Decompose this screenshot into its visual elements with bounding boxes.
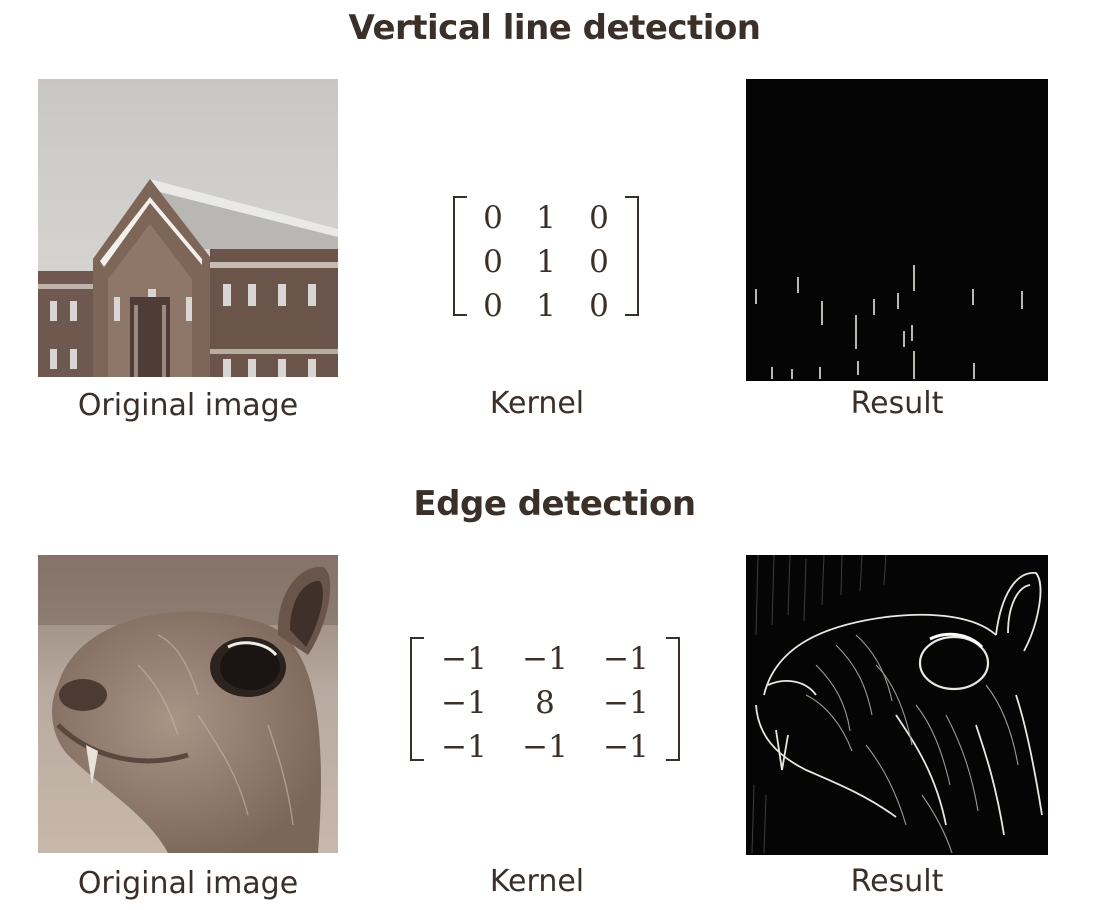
result-caption: Result xyxy=(850,386,944,421)
kernel-cell: 0 xyxy=(589,288,609,324)
kernel-cell: 0 xyxy=(589,200,609,236)
kernel-cell: 0 xyxy=(483,244,503,280)
kernel-cell: −1 xyxy=(603,729,649,765)
vertical-kernel-matrix: 0 1 0 0 1 0 0 1 0 xyxy=(453,196,639,324)
kernel-caption: Kernel xyxy=(489,864,585,899)
kernel-cell: −1 xyxy=(603,685,649,721)
section-title-vertical: Vertical line detection xyxy=(348,8,761,48)
left-bracket xyxy=(410,637,424,761)
vertical-lines-result-image xyxy=(746,79,1048,381)
kernel-cell: 0 xyxy=(589,244,609,280)
kernel-caption: Kernel xyxy=(489,386,585,421)
left-bracket xyxy=(453,196,467,316)
building-image xyxy=(38,79,338,377)
original-image-caption: Original image xyxy=(77,866,299,901)
squirrel-image xyxy=(38,555,338,853)
kernel-cell: 1 xyxy=(536,200,556,236)
kernel-cell: −1 xyxy=(522,641,568,677)
kernel-cell: 8 xyxy=(535,685,555,721)
kernel-cell: −1 xyxy=(522,729,568,765)
right-bracket xyxy=(625,196,639,316)
edge-kernel-matrix: −1 −1 −1 −1 8 −1 −1 −1 −1 xyxy=(410,637,680,765)
kernel-cell: −1 xyxy=(441,729,487,765)
edge-detection-result-image xyxy=(746,555,1048,855)
result-caption: Result xyxy=(850,864,944,899)
kernel-cell: 0 xyxy=(483,288,503,324)
kernel-cell: −1 xyxy=(441,685,487,721)
right-bracket xyxy=(666,637,680,761)
kernel-cell: −1 xyxy=(441,641,487,677)
kernel-cell: 1 xyxy=(536,288,556,324)
original-image-caption: Original image xyxy=(77,388,299,423)
section-title-edge: Edge detection xyxy=(413,484,696,524)
kernel-cell: −1 xyxy=(603,641,649,677)
kernel-cell: 1 xyxy=(536,244,556,280)
kernel-cell: 0 xyxy=(483,200,503,236)
